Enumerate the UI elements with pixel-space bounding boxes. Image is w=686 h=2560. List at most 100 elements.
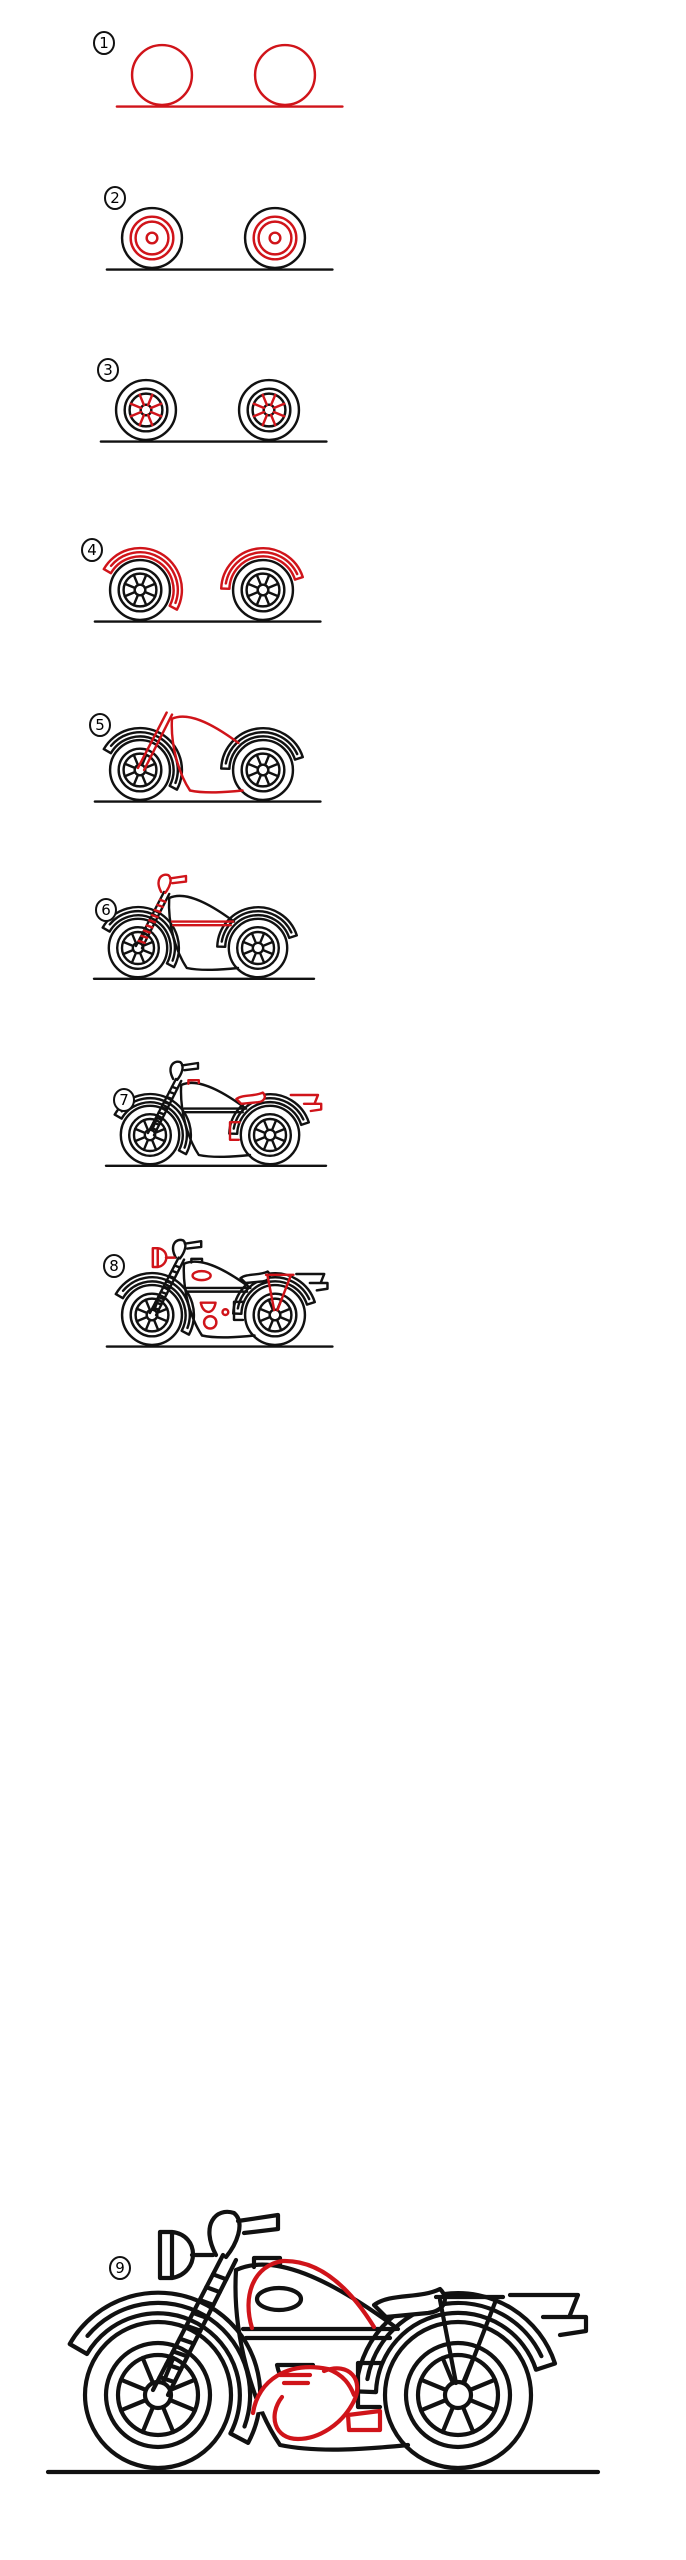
rear-wheel-rings-stroke [256,763,270,777]
handlebar [171,1238,203,1260]
rear-wheel-rings-stroke [257,220,293,256]
body [179,1081,252,1159]
front-wheel-rings-stroke [145,231,159,245]
rear-tire-stroke [239,1104,301,1166]
rear-fender-new [219,547,304,591]
rear-wheel-rings-stroke [246,387,292,433]
rear-spokes-stroke [246,753,280,787]
rear-spokes-stroke [254,1118,287,1152]
front-tire [120,1283,184,1347]
step-6: 6 [92,873,316,981]
rear-struts-stroke [264,1273,295,1312]
frame-line-new [170,920,235,927]
front-fender-stroke [101,905,181,969]
step-number-text: 6 [101,901,111,919]
body-stroke [182,1260,256,1339]
front-wheel-rings [103,2340,213,2450]
front-fender-stroke [109,731,179,785]
front-spokes-stroke [129,393,163,427]
handlebar [169,1060,200,1081]
engine-new [199,1301,230,1330]
front-tire [82,2319,234,2471]
front-wheel-rings-stroke [133,583,147,597]
step-number-text: 2 [110,189,120,207]
rear-tire [237,378,301,442]
body-stroke [170,715,244,794]
step-3-number: 3 [97,358,119,382]
seat-stroke [371,2286,447,2320]
rear-wheel-rings-stroke [252,215,298,261]
rear-tire-stroke [243,1283,307,1347]
front-wheel-rings-stroke [134,220,170,256]
headlight-stroke [157,2229,216,2281]
front-tire [108,738,172,802]
fork-stripes [149,1085,179,1132]
rear-wheel-rings [403,2340,513,2450]
step-2-motorcycle [105,206,334,271]
front-fender-stroke [113,1092,193,1156]
front-tire [107,917,169,979]
tank-cap [190,1257,204,1264]
fork-stripes-stroke [137,898,167,945]
engine-stroke [221,1308,230,1317]
rear-struts-stroke [433,2294,506,2386]
fork-stroke [150,2252,239,2398]
rear-spokes-new [252,393,286,427]
front-wheel-rings-stroke [129,215,175,261]
rear-wheel-rings-stroke [240,567,286,613]
step-1-number: 1 [93,31,115,55]
rear-wheel-rings-stroke [245,572,281,608]
step-number-text: 7 [119,1091,129,1109]
front-wheel-rings [127,1112,173,1158]
rear-spokes-stroke [418,2355,498,2435]
rear-tire-stroke [382,2319,534,2471]
step-number-circle [113,1088,135,1112]
tank-stripe-stroke [246,2258,377,2331]
step-number-text: 3 [103,361,113,379]
rear-spokes-stroke [252,393,286,427]
handlebar-stroke [171,1238,203,1260]
step-9-number: 9 [109,2256,131,2280]
front-fender [102,726,184,791]
rear-rack-stroke [507,2292,589,2338]
front-tire-stroke [107,917,169,979]
seat-new [235,1091,266,1105]
headlight-stroke [151,1246,176,1269]
step-5-number: 5 [89,713,111,737]
front-wheel-rings-stroke [132,1117,168,1153]
fork [150,2252,239,2398]
front-spokes [123,753,157,787]
handlebar-stroke [157,873,188,894]
rear-wheel-rings-new [252,215,298,261]
rear-tire [227,917,289,979]
rear-tire-stroke [227,917,289,979]
front-fender-stroke [114,1271,196,1336]
frame-line-stroke [182,1107,247,1114]
tank-cap-new [187,1078,201,1085]
seat [371,2286,447,2320]
front-wheel-rings-stroke [117,567,163,613]
front-wheel-rings-stroke [117,747,163,793]
rear-rack-stroke [289,1093,323,1113]
step-number-circle [109,2256,131,2280]
rear-spokes-stroke [246,573,280,607]
rear-spokes [242,931,275,965]
front-tire-stroke [119,1104,181,1166]
step-4-number: 4 [81,538,103,562]
engine-stroke [199,1301,217,1314]
front-wheel-rings-stroke [127,1112,173,1158]
fork [146,1077,183,1137]
front-spokes-stroke [118,2355,198,2435]
front-wheel-rings-stroke [103,2340,213,2450]
front-tire-stroke [114,378,178,442]
rear-fender-stroke [220,910,293,943]
rear-wheel-rings-stroke [240,747,286,793]
rear-wheel-rings-stroke [268,1308,282,1322]
step-1-motorcycle [115,43,344,108]
tank-stripe-new [246,2258,377,2331]
rear-tire-stroke [231,558,295,622]
fork-stripes-stroke [149,1085,179,1132]
rear-wheel-rings-stroke [256,583,270,597]
step-number-circle [103,1254,125,1278]
front-fender-stroke [102,546,184,611]
